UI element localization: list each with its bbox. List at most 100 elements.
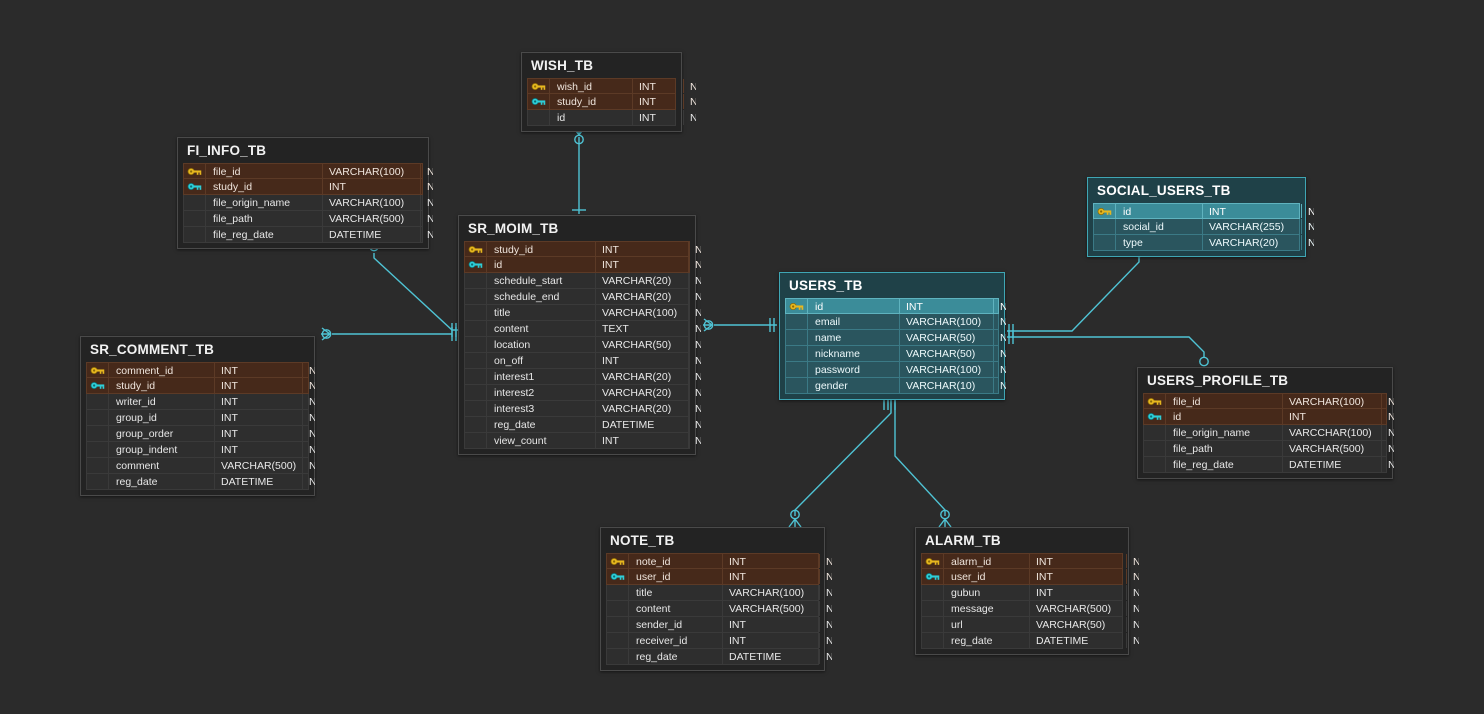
column-name: social_id [1116, 219, 1203, 234]
column-name: writer_id [109, 394, 215, 409]
column-row[interactable]: view_countINTNULL [464, 433, 701, 449]
table-social_users_tb[interactable]: SOCIAL_USERS_TBidINTNOT NULLsocial_idVAR… [1087, 177, 1314, 257]
column-row[interactable]: reg_dateDATETIMENULL [86, 474, 315, 490]
column-type: INT [596, 242, 689, 256]
column-name: study_id [550, 94, 633, 109]
no-key-cell [87, 426, 109, 441]
column-type: VARCHAR(50) [596, 337, 689, 352]
column-name: content [487, 321, 596, 336]
column-row[interactable]: idINTNOT NULL [785, 298, 1006, 314]
column-row[interactable]: study_idINTNOT NULL [527, 94, 696, 110]
no-key-cell [1144, 425, 1166, 440]
column-row[interactable]: study_idINTNOT NULL [464, 241, 701, 257]
column-row[interactable]: group_orderINTNULL [86, 426, 315, 442]
column-row[interactable]: idINTNOT NULL [1143, 409, 1394, 425]
column-nullability: NULL [309, 476, 315, 488]
column-nullability: NULL [1388, 427, 1394, 439]
column-row[interactable]: contentTEXTNULL [464, 321, 701, 337]
relationship-users-usersprofile [1007, 330, 1211, 370]
column-type: INT [723, 554, 820, 568]
column-row[interactable]: group_indentINTNULL [86, 442, 315, 458]
column-name: schedule_end [487, 289, 596, 304]
column-row[interactable]: study_idINTNOT NULL [183, 179, 433, 195]
column-row[interactable]: reg_dateDATETIMENULL [464, 417, 701, 433]
column-row[interactable]: reg_dateDATETIMENULL [606, 649, 832, 665]
column-row[interactable]: wish_idINTNOT NULL [527, 78, 696, 94]
no-key-cell [922, 633, 944, 648]
column-type: INT [633, 79, 684, 93]
column-name: file_id [206, 164, 323, 178]
column-type: INT [900, 299, 994, 313]
column-row[interactable]: file_reg_dateDATETIMENULL [1143, 457, 1394, 473]
column-row[interactable]: gubunINTNULL [921, 585, 1139, 601]
column-row[interactable]: writer_idINTNOT NULL [86, 394, 315, 410]
column-row[interactable]: idINTNOT NULL [464, 257, 701, 273]
column-nullability: NOT NULL [690, 112, 696, 124]
no-key-cell [607, 649, 629, 664]
column-row[interactable]: idINTNOT NULL [1093, 203, 1314, 219]
column-row[interactable]: user_idINTNOT NULL [606, 569, 832, 585]
column-row[interactable]: user_idINTNOT NULL [921, 569, 1139, 585]
column-nullability: NULL [309, 460, 315, 472]
table-title: USERS_TB [789, 278, 863, 293]
column-row[interactable]: on_offINTNULL [464, 353, 701, 369]
no-key-cell [786, 362, 808, 377]
column-type: DATETIME [215, 474, 303, 489]
column-row[interactable]: study_idINTNOT NULL [86, 378, 315, 394]
column-row[interactable]: receiver_idINTNULL [606, 633, 832, 649]
column-type: VARCCHAR(100) [1283, 425, 1382, 440]
table-columns: alarm_idINTNOT NULLuser_idINTNOT NULLgub… [916, 553, 1139, 654]
primary-key-icon [786, 299, 808, 313]
column-row[interactable]: note_idINTNOT NULL [606, 553, 832, 569]
column-row[interactable]: group_idINTNULL [86, 410, 315, 426]
no-key-cell [786, 346, 808, 361]
column-row[interactable]: alarm_idINTNOT NULL [921, 553, 1139, 569]
relationship-users-note [788, 396, 892, 528]
column-nullability: NULL [826, 651, 832, 663]
column-row[interactable]: comment_idINTNOT NULL [86, 362, 315, 378]
column-type: INT [215, 442, 303, 457]
column-row[interactable]: sender_idINTNULL [606, 617, 832, 633]
column-row[interactable]: idINTNOT NULL [527, 110, 696, 126]
column-row[interactable]: reg_dateDATETIMENULL [921, 633, 1139, 649]
table-users_tb[interactable]: USERS_TB idINTNOT NULLemailVARCHAR(100)NO… [779, 272, 1006, 400]
no-key-cell [465, 337, 487, 352]
column-nullability: NOT NULL [309, 380, 315, 392]
column-name: group_order [109, 426, 215, 441]
column-row[interactable]: file_reg_dateDATETIMENULL [183, 227, 433, 243]
